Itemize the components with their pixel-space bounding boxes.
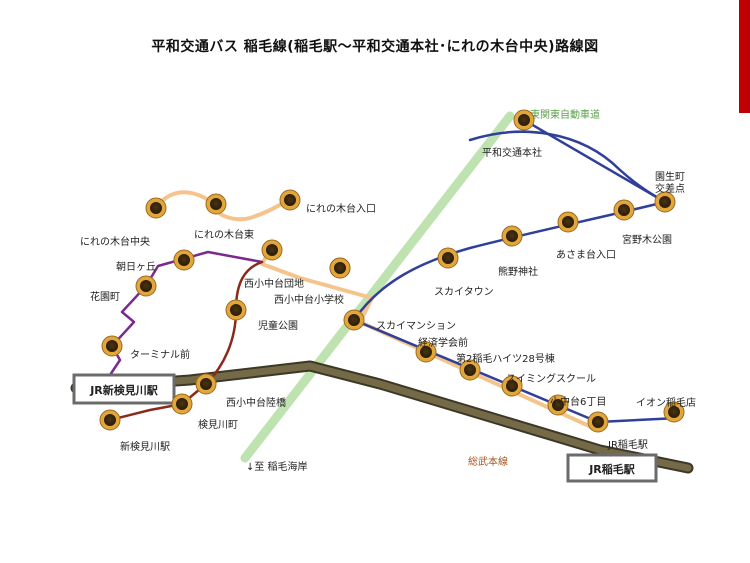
- stop-marker-hanazono: [135, 275, 157, 297]
- stop-label-sakusa-6: 小中台6丁目: [550, 395, 606, 408]
- stop-marker-unlabeled-0: [205, 193, 227, 215]
- stop-marker-sky-mansion: [343, 309, 365, 331]
- stop-marker-keizai-gakkai: [415, 341, 437, 363]
- stop-marker-kumano-jinja: [501, 225, 523, 247]
- stop-marker-kemigawa-cho: [171, 393, 193, 415]
- stop-marker-jr-inage: [587, 411, 609, 433]
- stop-marker-aeon: [663, 401, 685, 423]
- stop-label-nishi-kochudai-shogakko: 西小中台小学校: [274, 293, 344, 306]
- station-shinkemigawa: JR新検見川駅: [72, 373, 176, 405]
- stop-label-sky-mansion: スカイマンション: [376, 320, 456, 332]
- stops-layer: 平和交通本社園生町交差点宮野木公園あさま台入口熊野神社スカイタウンスカイマンショ…: [80, 109, 696, 453]
- stop-marker-nirenoki-higashi: [261, 239, 283, 261]
- stop-marker-jido-koen: [225, 299, 247, 321]
- stop-marker-nishi-kochudai-ryokyo: [195, 373, 217, 395]
- stop-label-miyanogi-koen: 宮野木公園: [622, 233, 672, 246]
- station-inage: JR稲毛駅: [566, 453, 658, 483]
- stop-marker-swimming: [501, 375, 523, 397]
- stop-label-asama-iriguchi: あさま台入口: [556, 248, 616, 261]
- sobu-line-label: 総武本線: [468, 455, 508, 468]
- station-label-shinkemigawa: JR新検見川駅: [89, 383, 158, 397]
- stop-label-nirenoki-chuo: にれの木台中央: [80, 235, 150, 248]
- stop-marker-sonnocho: [654, 191, 676, 213]
- stop-marker-nirenoki-iriguchi: [279, 189, 301, 211]
- stop-marker-miyanogi-koen: [613, 199, 635, 221]
- stop-label-sky-town: スカイタウン: [434, 286, 494, 298]
- stop-label-kemigawa-cho: 検見川町: [198, 418, 238, 431]
- stop-label-jr-inage: JR稲毛駅: [607, 439, 648, 451]
- stop-marker-dai2-heights: [459, 359, 481, 381]
- stop-label-nirenoki-iriguchi: にれの木台入口: [306, 202, 376, 215]
- stop-label-nishi-kochudai-danchi: 西小中台団地: [244, 277, 304, 290]
- stop-marker-sakusa-6: [547, 394, 569, 416]
- expressway-line: [240, 111, 515, 463]
- stop-label-hanazono: 花園町: [90, 290, 120, 303]
- stop-marker-heiwa-honsha: [513, 109, 535, 131]
- stop-marker-terminal-mae: [101, 335, 123, 357]
- stop-label-shinkemigawa-eki: 新検見川駅: [120, 440, 170, 453]
- stop-marker-nishi-kochudai-danchi: [329, 257, 351, 279]
- expressway-label: 東関東自動車道: [530, 108, 600, 121]
- stop-label-swimming: スイミングスクール: [506, 372, 596, 385]
- stop-label-terminal-mae: ターミナル前: [130, 348, 190, 361]
- accent-bar: [739, 0, 750, 113]
- stop-label-nishi-kochudai-ryokyo: 西小中台陸橋: [226, 396, 286, 409]
- stop-marker-shinkemigawa-eki: [99, 409, 121, 431]
- stop-label-kumano-jinja: 熊野神社: [498, 265, 538, 278]
- seaside-direction-label: ↓至 稲毛海岸: [246, 460, 308, 473]
- page-title: 平和交通バス 稲毛線(稲毛駅～平和交通本社･にれの木台中央)路線図: [151, 39, 599, 55]
- stop-label-dai2-heights: 第2稲毛ハイツ28号棟: [456, 352, 555, 365]
- stop-marker-sky-town: [437, 247, 459, 269]
- stop-label-heiwa-honsha: 平和交通本社: [482, 146, 542, 159]
- stop-marker-asama-iriguchi: [557, 211, 579, 233]
- stop-label-nirenoki-higashi: にれの木台東: [194, 228, 254, 241]
- station-label-inage: JR稲毛駅: [588, 462, 635, 476]
- sobu-line-track: [70, 360, 694, 474]
- stop-marker-nirenoki-chuo: [145, 197, 167, 219]
- stop-label-asahigaoka: 朝日ヶ丘: [116, 261, 156, 273]
- stop-marker-asahigaoka: [173, 249, 195, 271]
- stop-label-jido-koen: 児童公園: [258, 319, 298, 332]
- stop-label-keizai-gakkai: 経済学会前: [418, 336, 468, 349]
- stop-label-aeon: イオン稲毛店: [636, 396, 696, 409]
- stop-label-sonnocho: 園生町交差点: [655, 170, 685, 195]
